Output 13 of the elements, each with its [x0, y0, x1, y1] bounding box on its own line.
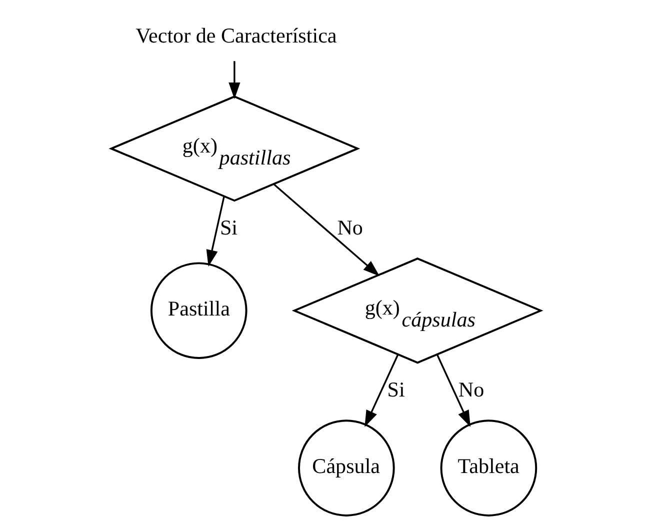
- edge-label: No: [458, 378, 484, 402]
- edge-label: No: [337, 216, 363, 240]
- node-circle: Cápsula: [298, 420, 395, 516]
- node-text: Vector de Característica: [136, 23, 337, 48]
- arrow: [364, 354, 399, 428]
- edge-label: Si: [387, 378, 405, 402]
- arrow: [206, 196, 225, 267]
- arrow: [436, 354, 470, 428]
- edge-label: Si: [220, 216, 238, 240]
- node-circle: Pastilla: [150, 262, 248, 360]
- arrow: [228, 61, 240, 100]
- node-circle: Tableta: [440, 420, 538, 516]
- arrow: [273, 183, 380, 276]
